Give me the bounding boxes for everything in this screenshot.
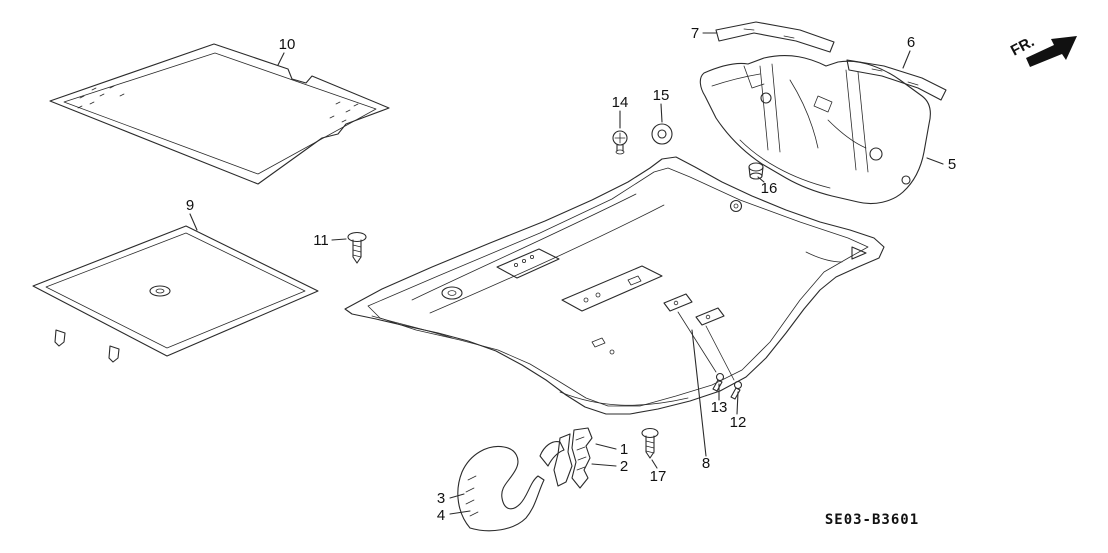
mat9-hole (149, 285, 171, 297)
screw11-threads (352, 244, 362, 258)
grommet15-outer (651, 123, 673, 145)
strip7-slots (743, 28, 795, 39)
callout-7: 7 (691, 25, 699, 42)
screw17-threads (645, 440, 655, 454)
diagram-code: SE03-B3601 (825, 512, 919, 528)
callout-6: 6 (907, 34, 915, 51)
insulator3-hatch (465, 475, 479, 517)
strip7-outline (715, 21, 835, 53)
clip14-shaft (616, 144, 624, 152)
part-14-clip (612, 130, 628, 155)
mat10-inner-border (63, 52, 377, 175)
callout-10: 10 (279, 36, 296, 53)
screw17-shaft (645, 435, 655, 459)
bolt13-head (715, 372, 725, 382)
part-2-bracket (553, 433, 573, 487)
carpet-outline (344, 156, 885, 415)
callout-5: 5 (948, 156, 956, 173)
mat9-clip-1 (54, 329, 66, 347)
callout-15: 15 (653, 87, 670, 104)
part-4-insulator (539, 441, 565, 467)
leader-10 (277, 52, 285, 66)
callout-3: 3 (437, 490, 445, 507)
insulator4-outline (539, 441, 565, 467)
bolt12-shaft (730, 387, 741, 400)
leader-15 (660, 103, 663, 123)
leader-12 (736, 391, 739, 415)
part-9-floor-mat (32, 225, 319, 363)
leader-11 (331, 238, 347, 241)
leader-8 (691, 329, 707, 457)
leader-2 (591, 463, 617, 467)
leader-5 (926, 157, 944, 165)
fr-direction-arrow: FR. (1008, 33, 1077, 67)
part-7-strip (715, 21, 835, 53)
part-1-bracket (571, 427, 593, 489)
part-17-screw (641, 427, 659, 459)
carpet-details (371, 193, 867, 406)
grommet16-body (748, 166, 764, 177)
bracket2-outline (553, 433, 573, 487)
grommet16-top (748, 162, 764, 172)
insulator5-outline (699, 55, 931, 205)
fr-arrow-icon (1026, 36, 1077, 67)
mat10-stipple (77, 85, 359, 123)
leader-17 (651, 459, 658, 469)
clip14-slot (614, 132, 626, 144)
part-3-insulator (457, 445, 545, 532)
screw17-head (641, 427, 659, 439)
callout-17: 17 (650, 468, 667, 485)
bolt12-head (733, 380, 743, 390)
mat9-outline (32, 225, 319, 357)
callout-16: 16 (761, 180, 778, 197)
callout-9: 9 (186, 197, 194, 214)
strip6-outline (846, 59, 947, 101)
mat10-outline (49, 43, 390, 185)
part-15-grommet (651, 123, 673, 145)
grommet16-base (749, 172, 763, 180)
screw11-head (347, 231, 367, 243)
bracket1-outline (571, 427, 593, 489)
callout-4: 4 (437, 507, 445, 524)
callout-13: 13 (711, 399, 728, 416)
leader-3 (449, 493, 465, 499)
callout-2: 2 (620, 458, 628, 475)
leader-4 (449, 510, 471, 515)
carpet-inner-border (367, 167, 869, 407)
callout-8: 8 (702, 455, 710, 472)
part-5-dash-insulator (699, 55, 931, 205)
grommet15-inner (657, 129, 667, 139)
part-12-bolt (730, 380, 743, 400)
part-6-strip (846, 59, 947, 101)
leader-16 (757, 176, 765, 183)
callout-11: 11 (313, 232, 329, 249)
clip14-base (615, 149, 625, 155)
insulator3-outline (457, 445, 545, 532)
part-11-screw (347, 231, 367, 264)
leader-1 (595, 443, 617, 450)
bracket1-hatch (575, 436, 587, 471)
insulator5-details (711, 63, 911, 189)
callout-12: 12 (730, 414, 747, 431)
part-16-grommet (748, 162, 764, 180)
leader-6 (902, 50, 911, 69)
callout-1: 1 (620, 441, 628, 458)
part-10-floor-mat (49, 43, 390, 185)
screw11-shaft (352, 239, 362, 264)
mat9-hole-inner (155, 288, 165, 294)
mat9-clip-2 (108, 345, 120, 363)
part-floor-carpet (344, 156, 885, 415)
bolt13-shaft (712, 379, 723, 392)
strip6-slots (871, 68, 919, 86)
part-13-bolt (712, 372, 725, 392)
mat9-inner-border (45, 232, 306, 349)
clip14-head (612, 130, 628, 146)
leader-9 (189, 213, 198, 231)
callout-14: 14 (612, 94, 629, 111)
